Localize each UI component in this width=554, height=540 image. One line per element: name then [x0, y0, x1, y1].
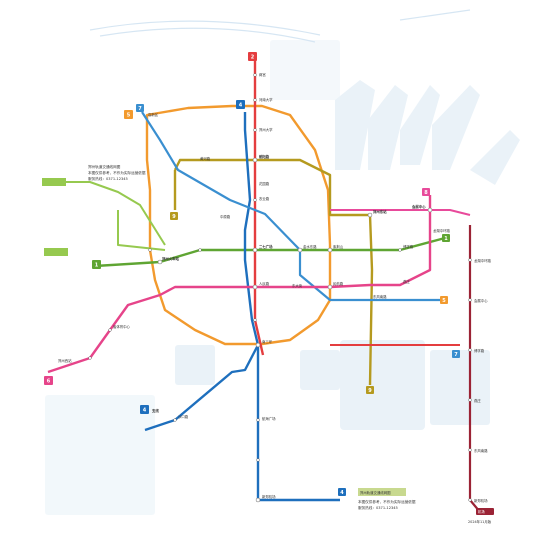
line-badge-4: 4 — [236, 100, 245, 109]
station-label: 东风南路 — [474, 448, 488, 453]
airport-terminal-box: 机场 2024年11月版 — [468, 508, 494, 524]
line-sf-route — [60, 181, 166, 251]
station-label: 沙口路 — [178, 414, 189, 419]
svg-text:7: 7 — [138, 106, 142, 112]
station-label: 新郑机场 — [262, 494, 276, 499]
station-label: 龙湖中环路 — [474, 258, 492, 263]
svg-text:郑州轨道交通线网图: 郑州轨道交通线网图 — [360, 490, 391, 495]
station-label: 花园路 — [259, 181, 270, 186]
svg-text:服务热线：0371-12345: 服务热线：0371-12345 — [358, 505, 398, 510]
station-label: 东大街 — [292, 283, 303, 288]
station-label: 高新区 — [148, 112, 159, 117]
station-label: 龙湖中环路 — [433, 228, 451, 233]
line-9-route — [173, 158, 374, 386]
station-label: 黄河路 — [200, 156, 211, 161]
station-label: 航海广场 — [262, 416, 276, 421]
line-badge-1-east: 1 — [442, 234, 450, 242]
station-label: 博学路 — [403, 244, 414, 249]
svg-text:本图仅供参考，不作为实际运营依据: 本图仅供参考，不作为实际运营依据 — [88, 170, 146, 175]
line-4-route — [144, 112, 340, 502]
station-label: 河南大学 — [259, 97, 273, 102]
line-badge-1: 1 — [92, 260, 101, 269]
station-label: 民航路 — [333, 281, 344, 286]
svg-text:9: 9 — [172, 214, 176, 220]
svg-text:2: 2 — [251, 55, 255, 61]
station-label: 省体育中心 — [113, 324, 131, 329]
svg-text:1: 1 — [444, 236, 448, 242]
station-label: 郑州东站 — [372, 209, 387, 214]
line-badge-8: 8 — [422, 188, 430, 196]
svg-text:4: 4 — [239, 103, 243, 109]
footer-code: 2024年11月版 — [468, 519, 492, 524]
station-label: 紫荆山 — [333, 244, 344, 249]
svg-text:8: 8 — [424, 190, 428, 196]
svg-text:7: 7 — [454, 352, 458, 358]
svg-text:郑州轨道交通线网图: 郑州轨道交通线网图 — [88, 164, 121, 169]
station-label: 会展中心 — [412, 204, 426, 209]
svg-text:服务热线：0371-12345: 服务热线：0371-12345 — [88, 176, 128, 181]
line-badge-5: 5 — [124, 110, 133, 119]
west-legend-boxes — [42, 178, 68, 256]
station-label: 农业路 — [259, 196, 270, 201]
station-label: 郑州大学 — [259, 127, 273, 132]
river-outline — [89, 9, 471, 43]
svg-text:本图仅供参考，不作为实际运营依据: 本图仅供参考，不作为实际运营依据 — [358, 499, 416, 504]
line-badge-4-south: 4 — [338, 488, 346, 496]
station-label: 南三环 — [262, 339, 273, 344]
map-notes-bottom: 郑州轨道交通线网图 本图仅供参考，不作为实际运营依据 服务热线：0371-123… — [358, 488, 416, 510]
svg-text:4: 4 — [340, 490, 344, 496]
station-label: 郑州西站 — [58, 358, 72, 363]
line-badge-9: 9 — [170, 212, 178, 220]
line-badge-6: 6 — [44, 376, 53, 385]
station-label: 人民路 — [259, 281, 270, 286]
station-label: 燕庄 — [403, 279, 410, 284]
station-label: 博学路 — [474, 348, 485, 353]
background-decoration — [45, 40, 520, 515]
line-badge-4-branch: 4 支线 — [140, 405, 159, 414]
station-label: 二七广场 — [259, 244, 273, 249]
svg-text:9: 9 — [368, 388, 372, 394]
svg-text:5: 5 — [127, 113, 131, 119]
station-label: 蒋宫 — [259, 72, 266, 77]
line-5-route — [145, 104, 332, 346]
line-badge-7: 7 — [136, 104, 144, 112]
line-badge-7-east: 7 — [452, 350, 460, 358]
station-label: 燕庄 — [474, 398, 481, 403]
station-label: 朝阳路 — [259, 154, 270, 159]
station-label: 会展中心 — [474, 298, 488, 303]
station-labels[interactable]: 蒋宫 河南大学 高新区 郑州大学 朝阳路 中原路 二七广场 人民路 金水东路 郑… — [58, 72, 451, 499]
line-badge-9-south: 9 — [366, 386, 374, 394]
line-4-branch-label: 支线 — [151, 408, 159, 413]
station-label: 新郑机场 — [474, 498, 488, 503]
svg-text:5: 5 — [442, 298, 446, 304]
line-8-route — [330, 209, 471, 216]
airport-line-stations[interactable]: 龙湖中环路 会展中心 博学路 燕庄 东风南路 新郑机场 — [474, 258, 492, 503]
station-label: 郑州火车站 — [161, 256, 180, 261]
svg-text:6: 6 — [47, 379, 51, 385]
line-2-route — [253, 60, 265, 356]
svg-text:1: 1 — [95, 263, 99, 269]
station-label: 金水东路 — [303, 244, 317, 249]
line-1-route — [94, 236, 446, 268]
station-label: 中原路 — [220, 214, 231, 219]
station-label: 东风南路 — [373, 294, 387, 299]
line-badge-5-east: 5 — [440, 296, 448, 304]
svg-text:机场: 机场 — [478, 509, 485, 514]
map-notes-top: 郑州轨道交通线网图 本图仅供参考，不作为实际运营依据 服务热线：0371-123… — [88, 164, 146, 181]
svg-text:4: 4 — [143, 408, 147, 414]
line-badge-2: 2 — [248, 52, 257, 61]
station-markers — [88, 73, 472, 503]
